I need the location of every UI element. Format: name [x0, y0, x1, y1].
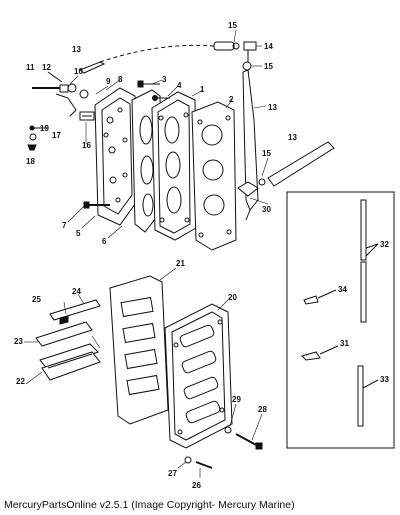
callout-20: 20	[228, 293, 237, 302]
callout-34: 34	[338, 285, 347, 294]
callout-4: 4	[177, 81, 182, 90]
callout-7: 7	[62, 221, 67, 230]
gasket-2	[191, 101, 237, 251]
hardware-bottom	[184, 426, 263, 469]
callout-27: 27	[168, 469, 177, 478]
callout-labels: 1 2 3 4 5 6 7 8 9 10 11 12 13 13 13 14 1…	[14, 21, 389, 490]
callout-1: 1	[200, 85, 205, 94]
callout-21: 21	[176, 259, 185, 268]
callout-11: 11	[26, 63, 35, 72]
callout-17: 17	[52, 131, 61, 140]
callout-31: 31	[340, 339, 349, 348]
callout-12: 12	[42, 63, 51, 72]
gasket-21	[109, 275, 169, 425]
callout-29: 29	[232, 395, 241, 404]
callout-8: 8	[118, 75, 123, 84]
callout-10: 10	[74, 67, 83, 76]
callout-13-top: 13	[72, 45, 81, 54]
image-caption: MercuryPartsOnline v2.5.1 (Image Copyrig…	[4, 499, 295, 511]
callout-24: 24	[72, 287, 81, 296]
plate-1	[151, 91, 197, 241]
callout-25: 25	[32, 295, 41, 304]
callout-3: 3	[162, 75, 167, 84]
kit-box	[286, 191, 395, 449]
callout-13-right: 13	[288, 133, 297, 142]
callout-2: 2	[229, 95, 234, 104]
callout-30: 30	[262, 205, 271, 214]
callout-18: 18	[26, 157, 35, 166]
callout-22: 22	[16, 377, 25, 386]
exploded-parts-diagram: 1 2 3 4 5 6 7 8 9 10 11 12 13 13 13 14 1…	[14, 21, 395, 490]
callout-15-mid: 15	[264, 62, 273, 71]
callout-9: 9	[106, 77, 111, 86]
callout-15-top: 15	[228, 21, 237, 30]
callout-19: 19	[40, 124, 49, 133]
callout-14: 14	[264, 42, 273, 51]
callout-28: 28	[258, 405, 267, 414]
hardware-top	[27, 71, 170, 209]
callout-15-low: 15	[262, 149, 271, 158]
callout-26: 26	[192, 481, 201, 490]
callout-5: 5	[76, 229, 81, 238]
callout-6: 6	[102, 237, 107, 246]
callout-13-mid: 13	[268, 103, 277, 112]
callout-32: 32	[380, 240, 389, 249]
callout-23: 23	[14, 337, 23, 346]
leader-lines	[24, 29, 269, 478]
callout-16: 16	[82, 141, 91, 150]
reed-housing	[164, 303, 233, 449]
reed-plates	[35, 299, 101, 381]
callout-33: 33	[380, 375, 389, 384]
hoses-and-fittings	[78, 41, 335, 221]
